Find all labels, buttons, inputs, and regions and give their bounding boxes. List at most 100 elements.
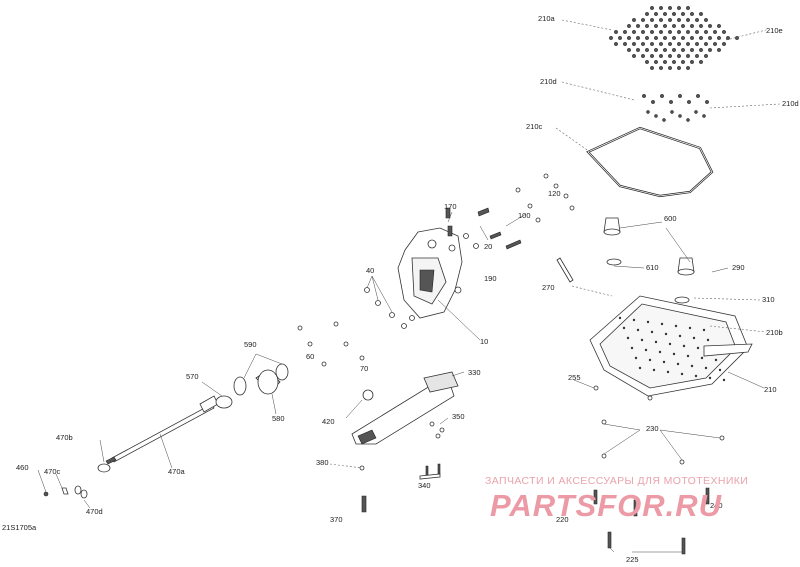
caps-600 <box>603 217 695 276</box>
callout-580: 580 <box>272 414 285 423</box>
bolt-icon <box>659 54 663 58</box>
bolt-icon <box>681 12 685 16</box>
bolt-icon <box>677 66 681 70</box>
bolt-icon <box>634 356 638 360</box>
bolt-icon <box>680 372 684 376</box>
bolt-icon <box>704 18 708 22</box>
bolt-icon <box>652 368 656 372</box>
fasteners-220-225-230-240 <box>593 385 725 555</box>
bolt-icon <box>636 328 640 332</box>
callout-600: 600 <box>664 214 677 223</box>
bolt-icon <box>678 94 682 98</box>
bolt-icon <box>644 348 648 352</box>
washers-40 <box>364 275 415 329</box>
bolts-170 <box>445 207 479 249</box>
bolt-icon <box>714 358 718 362</box>
bolt-icon <box>627 36 631 40</box>
bolt-icon <box>668 18 672 22</box>
bolt-icon <box>654 60 658 64</box>
nut-row-210d <box>642 94 709 122</box>
bolt-icon <box>646 110 650 114</box>
bolt-icon <box>659 18 663 22</box>
bolt-icon <box>702 114 706 118</box>
callout-590: 590 <box>244 340 257 349</box>
bracket-housing-10 <box>397 227 481 341</box>
bolt-icon <box>645 48 649 52</box>
bolt-icon <box>708 376 712 380</box>
bolt-icon <box>677 6 681 10</box>
bearing-assembly-570-580-590 <box>215 353 289 409</box>
bolt-icon <box>672 48 676 52</box>
bolt-icon <box>654 24 658 28</box>
bolt-icon <box>672 60 676 64</box>
bolt-icon <box>614 30 618 34</box>
bolt-icon <box>654 36 658 40</box>
callout-470d: 470d <box>86 507 103 516</box>
callout-170: 170 <box>444 202 457 211</box>
fittings-20-100-120 <box>477 173 575 250</box>
bolt-icon <box>654 12 658 16</box>
bolt-icon <box>686 30 690 34</box>
bolt-icon <box>650 42 654 46</box>
bolt-icon <box>664 332 668 336</box>
bolt-icon <box>695 54 699 58</box>
bolt-icon <box>623 30 627 34</box>
bolt-icon <box>636 48 640 52</box>
bolt-icon <box>645 36 649 40</box>
bolt-icon <box>690 12 694 16</box>
callout-210d-right: 210d <box>782 99 799 108</box>
bolt-icon <box>668 6 672 10</box>
bolt-icon <box>717 36 721 40</box>
bolt-icon <box>654 48 658 52</box>
boot-470b <box>97 463 111 473</box>
bolt-icon <box>645 24 649 28</box>
bolt-icon <box>672 36 676 40</box>
pin-270 <box>556 257 574 283</box>
callout-100: 100 <box>518 211 531 220</box>
bolt-icon <box>663 24 667 28</box>
bolt-icon <box>677 18 681 22</box>
rail-330 <box>351 371 465 445</box>
bolt-icon <box>692 336 696 340</box>
bolt-icon <box>722 378 726 382</box>
bolt-icon <box>681 36 685 40</box>
bolt-icon <box>699 24 703 28</box>
bolt-icon <box>677 30 681 34</box>
bolt-icon <box>674 324 678 328</box>
bolt-icon <box>695 30 699 34</box>
bolt-icon <box>704 42 708 46</box>
bolt-icon <box>704 54 708 58</box>
bolt-icon <box>690 60 694 64</box>
callout-10: 10 <box>480 337 488 346</box>
callout-290: 290 <box>732 263 745 272</box>
bolt-icon <box>659 6 663 10</box>
oring-610-lower <box>674 296 690 304</box>
bolt-icon <box>632 318 636 322</box>
bolt-icon <box>686 66 690 70</box>
gasket-inner-line <box>587 127 713 197</box>
bolt-icon <box>700 356 704 360</box>
callout-210b: 210b <box>766 328 783 337</box>
bolt-icon <box>659 42 663 46</box>
bolt-icon <box>609 36 613 40</box>
bolt-icon <box>642 94 646 98</box>
callout-340: 340 <box>418 481 431 490</box>
bolt-icon <box>699 48 703 52</box>
bolt-icon <box>686 118 690 122</box>
bolt-icon <box>660 94 664 98</box>
bolt-icon <box>650 54 654 58</box>
bolt-icon <box>666 370 670 374</box>
bolt-icon <box>695 18 699 22</box>
pin-270-line <box>571 285 613 297</box>
bolt-icon <box>663 12 667 16</box>
bolt-icon <box>722 42 726 46</box>
bolt-icon <box>622 326 626 330</box>
bolt-icon <box>668 54 672 58</box>
shaft-470a <box>105 395 219 465</box>
bolt-icon <box>686 42 690 46</box>
bolt-icon <box>690 24 694 28</box>
callout-210d-left: 210d <box>540 77 557 86</box>
bolt-icon <box>623 42 627 46</box>
oring-610 <box>606 258 622 266</box>
bolt-icon <box>636 24 640 28</box>
